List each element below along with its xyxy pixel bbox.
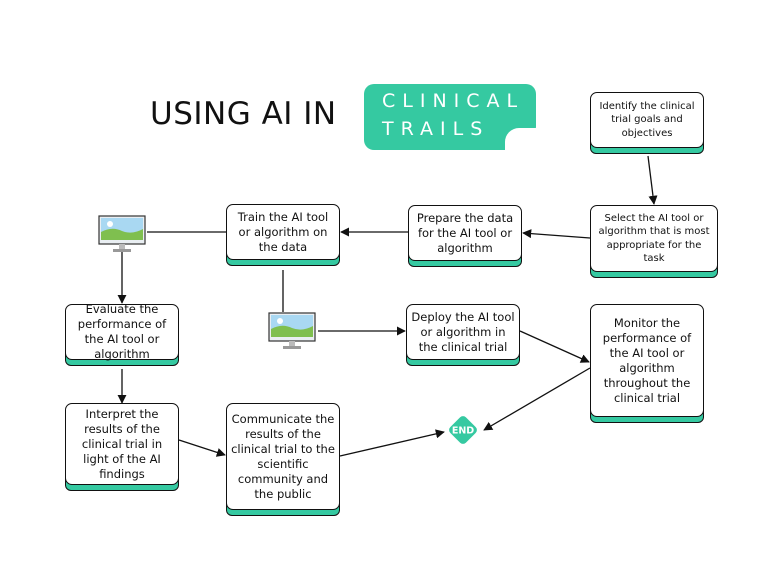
arrow-interpret-to-communicate xyxy=(178,439,226,457)
title-pill-line1: CLINICAL xyxy=(382,90,525,112)
step-communicate-results: Communicate the results of the clinical … xyxy=(226,403,340,516)
step-interpret-results: Interpret the results of the clinical tr… xyxy=(65,403,179,491)
step-evaluate-performance: Evaluate the performance of the AI tool … xyxy=(65,302,179,366)
step-prepare-data-text: Prepare the data for the AI tool or algo… xyxy=(416,210,514,255)
step-train-tool-text: Train the AI tool or algorithm on the da… xyxy=(237,209,329,254)
step-communicate-results-text: Communicate the results of the clinical … xyxy=(231,411,335,501)
step-train-tool: Train the AI tool or algorithm on the da… xyxy=(226,204,340,266)
step-monitor-performance-text: Monitor the performance of the AI tool o… xyxy=(602,315,692,405)
step-prepare-data: Prepare the data for the AI tool or algo… xyxy=(408,205,522,267)
step-identify-goals: Identify the clinical trial goals and ob… xyxy=(590,92,704,154)
step-interpret-results-text: Interpret the results of the clinical tr… xyxy=(81,406,163,481)
computer-monitor-icon xyxy=(268,312,316,349)
arrow-deploy-to-monitor xyxy=(519,330,590,363)
step-select-tool: Select the AI tool or algorithm that is … xyxy=(590,205,718,278)
end-node: END xyxy=(449,416,477,444)
step-monitor-performance: Monitor the performance of the AI tool o… xyxy=(590,304,704,423)
step-evaluate-performance-text: Evaluate the performance of the AI tool … xyxy=(77,302,167,361)
end-label: END xyxy=(452,426,474,437)
arrow-monitor-to-end xyxy=(483,367,591,431)
step-select-tool-text: Select the AI tool or algorithm that is … xyxy=(598,212,710,265)
title-pill-cutout xyxy=(505,128,537,152)
step-deploy-tool-text: Deploy the AI tool or algorithm in the c… xyxy=(411,309,515,354)
arrow-communicate-to-end xyxy=(339,429,445,457)
title-prefix: USING AI IN xyxy=(150,96,337,132)
step-deploy-tool: Deploy the AI tool or algorithm in the c… xyxy=(406,304,520,366)
title-pill-line2: TRAILS xyxy=(382,118,490,140)
step-identify-goals-text: Identify the clinical trial goals and ob… xyxy=(599,100,695,139)
computer-monitor-icon xyxy=(98,215,146,252)
arrow-select-to-prepare xyxy=(522,229,591,239)
arrow-identify-to-select xyxy=(647,155,658,205)
